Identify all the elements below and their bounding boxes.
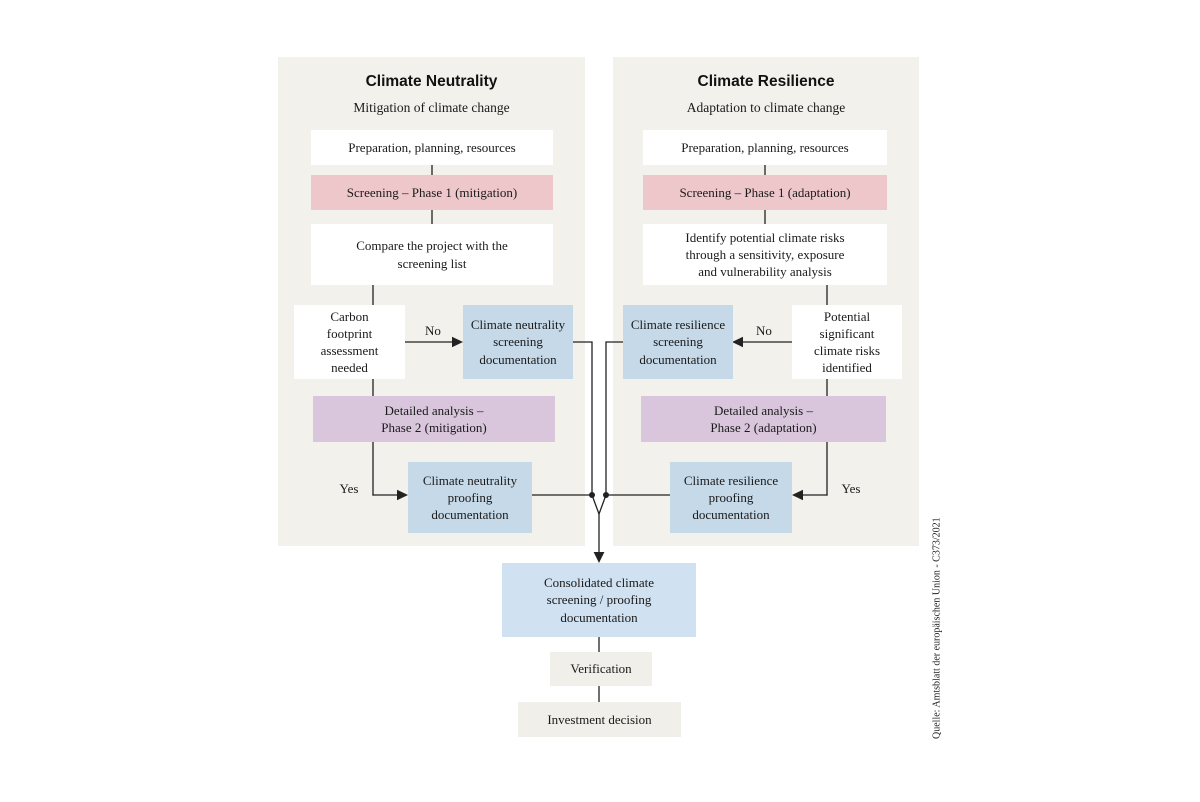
edge-label-no-right: No: [756, 323, 772, 338]
node-detailed-analysis-right: Detailed analysis – Phase 2 (adaptation): [641, 396, 886, 442]
arrow-merge-down-icon: [593, 552, 605, 563]
node-screening-phase1-right: Screening – Phase 1 (adaptation): [643, 175, 887, 210]
edge-label-no-left: No: [425, 323, 441, 338]
arrow-yes-left-icon: [397, 489, 408, 501]
arrowheads: [397, 336, 803, 563]
node-compare-screening-list: Compare the project with the screening l…: [311, 224, 553, 285]
edge-label-yes-right: Yes: [841, 481, 861, 496]
left-panel-subtitle: Mitigation of climate change: [353, 100, 510, 115]
node-consolidated-documentation: Consolidated climate screening / proofin…: [502, 563, 696, 637]
arrow-no-left-icon: [452, 336, 463, 348]
node-verification: Verification: [550, 652, 652, 686]
right-panel-subtitle: Adaptation to climate change: [686, 100, 846, 115]
right-panel-connectors: [598, 165, 828, 515]
junction-dot-right: [603, 492, 609, 498]
arrow-yes-right-icon: [792, 489, 803, 501]
node-resilience-proofing-documentation: Climate resilience proofing documentatio…: [670, 462, 792, 533]
junction-dot-left: [589, 492, 595, 498]
node-investment-decision: Investment decision: [518, 702, 681, 737]
edge-label-yes-left: Yes: [339, 481, 359, 496]
node-identify-climate-risks: Identify potential climate risks through…: [643, 224, 887, 285]
arrow-no-right-icon: [732, 336, 743, 348]
node-preparation-left: Preparation, planning, resources: [311, 130, 553, 165]
node-neutrality-screening-documentation: Climate neutrality screening documentati…: [463, 305, 573, 379]
node-detailed-analysis-left: Detailed analysis – Phase 2 (mitigation): [313, 396, 555, 442]
junction-dots: [589, 492, 609, 498]
node-significant-risks-identified: Potential significant climate risks iden…: [792, 305, 902, 379]
node-resilience-screening-documentation: Climate resilience screening documentati…: [623, 305, 733, 379]
left-panel-title: Climate Neutrality: [365, 73, 498, 90]
right-panel-title: Climate Resilience: [697, 73, 835, 90]
node-screening-phase1-left: Screening – Phase 1 (mitigation): [311, 175, 553, 210]
node-neutrality-proofing-documentation: Climate neutrality proofing documentatio…: [408, 462, 532, 533]
node-preparation-right: Preparation, planning, resources: [643, 130, 887, 165]
node-carbon-footprint-needed: Carbon footprint assessment needed: [294, 305, 405, 379]
